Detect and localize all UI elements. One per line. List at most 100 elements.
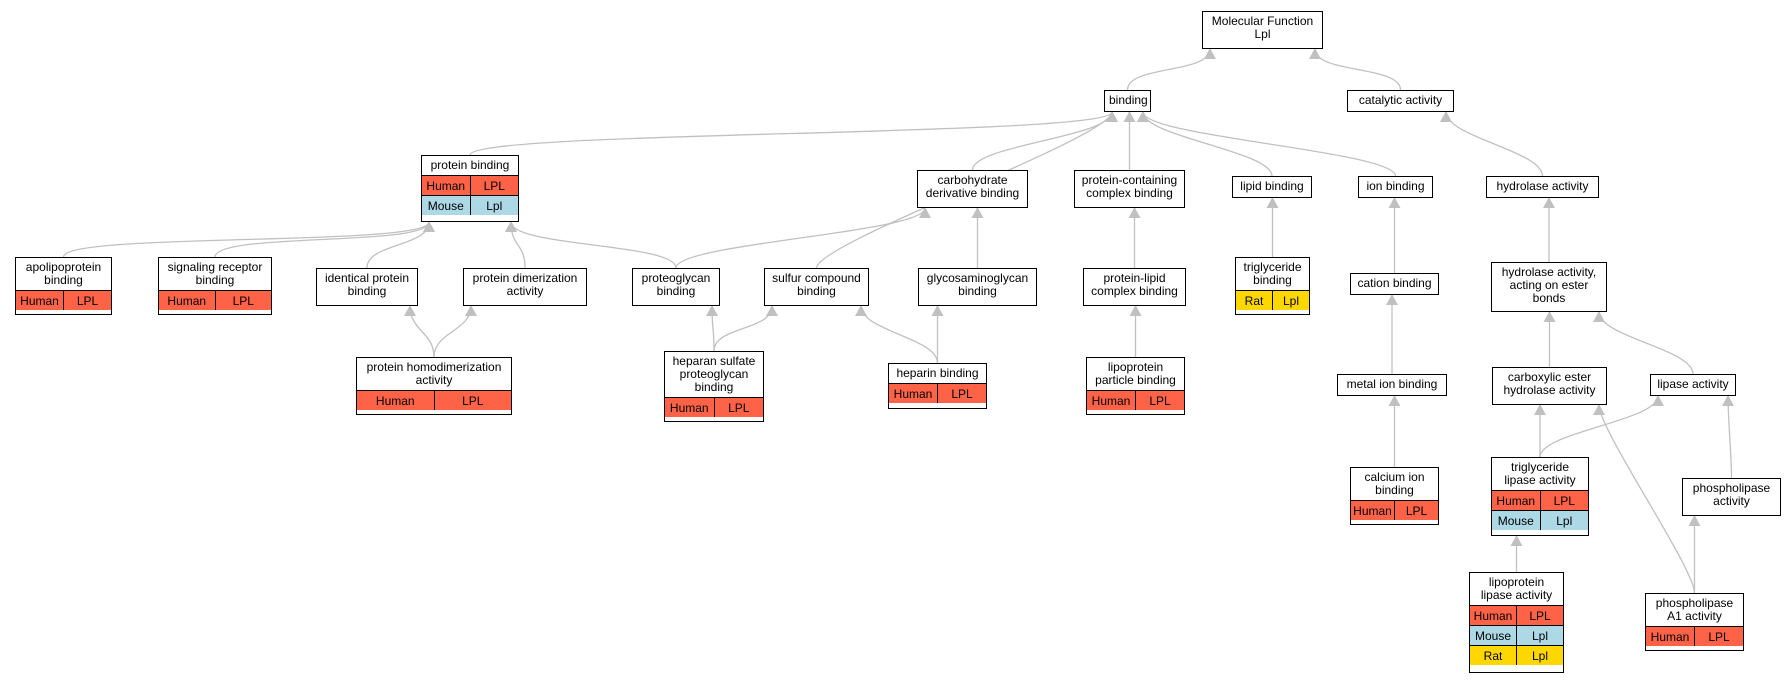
node-mf[interactable]: Molecular Function Lpl — [1202, 11, 1323, 49]
node-hydrolase[interactable]: hydrolase activity — [1486, 176, 1599, 198]
node-lipid[interactable]: lipid binding — [1232, 176, 1312, 198]
gene-cell: LPL — [469, 175, 518, 196]
edge-tglipase-to-lipase — [1539, 395, 1664, 458]
gene-cell: LPL — [1135, 390, 1184, 410]
gene-cell: LPL — [713, 397, 763, 417]
species-cell: Human — [357, 390, 434, 410]
node-label: lipid binding — [1240, 179, 1304, 193]
node-label: protein dimerization activity — [472, 271, 578, 298]
gene-cell: Lpl — [469, 195, 518, 215]
node-carbderiv[interactable]: carbohydrate derivative binding — [917, 170, 1028, 208]
node-label: hydrolase activity — [1496, 179, 1589, 193]
gene-cell: LPL — [63, 290, 111, 310]
node-label: glycosaminoglycan binding — [926, 271, 1029, 298]
node-label: protein homodimerization activity — [366, 360, 502, 387]
node-sulfur[interactable]: sulfur compound binding — [764, 268, 869, 306]
node-label: lipoprotein particle binding — [1095, 360, 1176, 387]
node-ion[interactable]: ion binding — [1358, 176, 1433, 198]
gene-cell: LPL — [433, 390, 511, 410]
node-metal[interactable]: metal ion binding — [1337, 374, 1447, 396]
node-binding[interactable]: binding — [1104, 90, 1151, 112]
node-label: catalytic activity — [1358, 93, 1443, 107]
node-proteoglycan[interactable]: proteoglycan binding — [632, 268, 720, 306]
node-identical[interactable]: identical protein binding — [316, 268, 418, 306]
edge-proteoglycan-to-carbderiv — [675, 207, 931, 269]
edge-pla1-to-carbester — [1593, 404, 1696, 594]
edge-binding-to-mf — [1126, 48, 1216, 91]
gene-cell: Lpl — [1539, 510, 1588, 530]
node-phospholipase[interactable]: phospholipase activity — [1682, 478, 1781, 516]
edge-protein-to-binding — [469, 111, 1118, 156]
edge-phospholipase-to-lipase — [1722, 395, 1735, 479]
species-cell: Human — [1646, 626, 1695, 646]
edge-apolipo-to-protein — [62, 221, 435, 258]
node-label: heparin binding — [896, 366, 979, 380]
node-cation[interactable]: cation binding — [1350, 273, 1439, 295]
species-cell: Human — [1470, 605, 1517, 626]
node-label: protein-containing complex binding — [1081, 173, 1178, 200]
gene-cell: LPL — [1539, 490, 1588, 511]
node-lipase[interactable]: lipase activity — [1650, 374, 1736, 396]
species-cell: Rat — [1236, 290, 1273, 310]
node-gag[interactable]: glycosaminoglycan binding — [918, 268, 1037, 306]
species-cell: Rat — [1470, 645, 1517, 665]
species-cell: Mouse — [422, 195, 470, 215]
edge-heparansulf-to-sulfur — [713, 305, 778, 352]
node-hydester[interactable]: hydrolase activity, acting on ester bond… — [1491, 262, 1607, 312]
node-label: triglyceride binding — [1243, 260, 1302, 287]
node-label: carbohydrate derivative binding — [925, 173, 1020, 200]
node-label: apolipoprotein binding — [25, 260, 102, 287]
node-dimer[interactable]: protein dimerization activity — [463, 268, 587, 306]
gene-cell: LPL — [1394, 500, 1438, 520]
edge-hydrolase-to-catalytic — [1440, 111, 1544, 177]
node-protcomplex[interactable]: protein-containing complex binding — [1074, 170, 1185, 208]
species-cell: Human — [1351, 500, 1395, 520]
gene-cell: Lpl — [1516, 625, 1563, 646]
edge-heparin-to-sulfur — [855, 305, 939, 364]
edge-homodimer-to-identical — [404, 305, 435, 358]
node-catalytic[interactable]: catalytic activity — [1347, 90, 1454, 112]
species-cell: Human — [1492, 490, 1540, 511]
species-cell: Human — [159, 290, 215, 310]
node-label: phospholipase activity — [1692, 481, 1771, 508]
node-label: metal ion binding — [1346, 377, 1438, 391]
node-protlipid[interactable]: protein-lipid complex binding — [1083, 268, 1186, 306]
edge-catalytic-to-mf — [1309, 48, 1402, 91]
edge-lipase-to-hydester — [1593, 311, 1694, 375]
node-label: phospholipase A1 activity — [1655, 596, 1734, 623]
node-label: Molecular Function Lpl — [1211, 14, 1314, 41]
node-label: calcium ion binding — [1364, 470, 1425, 497]
edge-proteoglycan-to-protein — [505, 221, 677, 269]
node-carbester[interactable]: carboxylic ester hydrolase activity — [1492, 367, 1607, 405]
gene-cell: LPL — [937, 383, 986, 403]
